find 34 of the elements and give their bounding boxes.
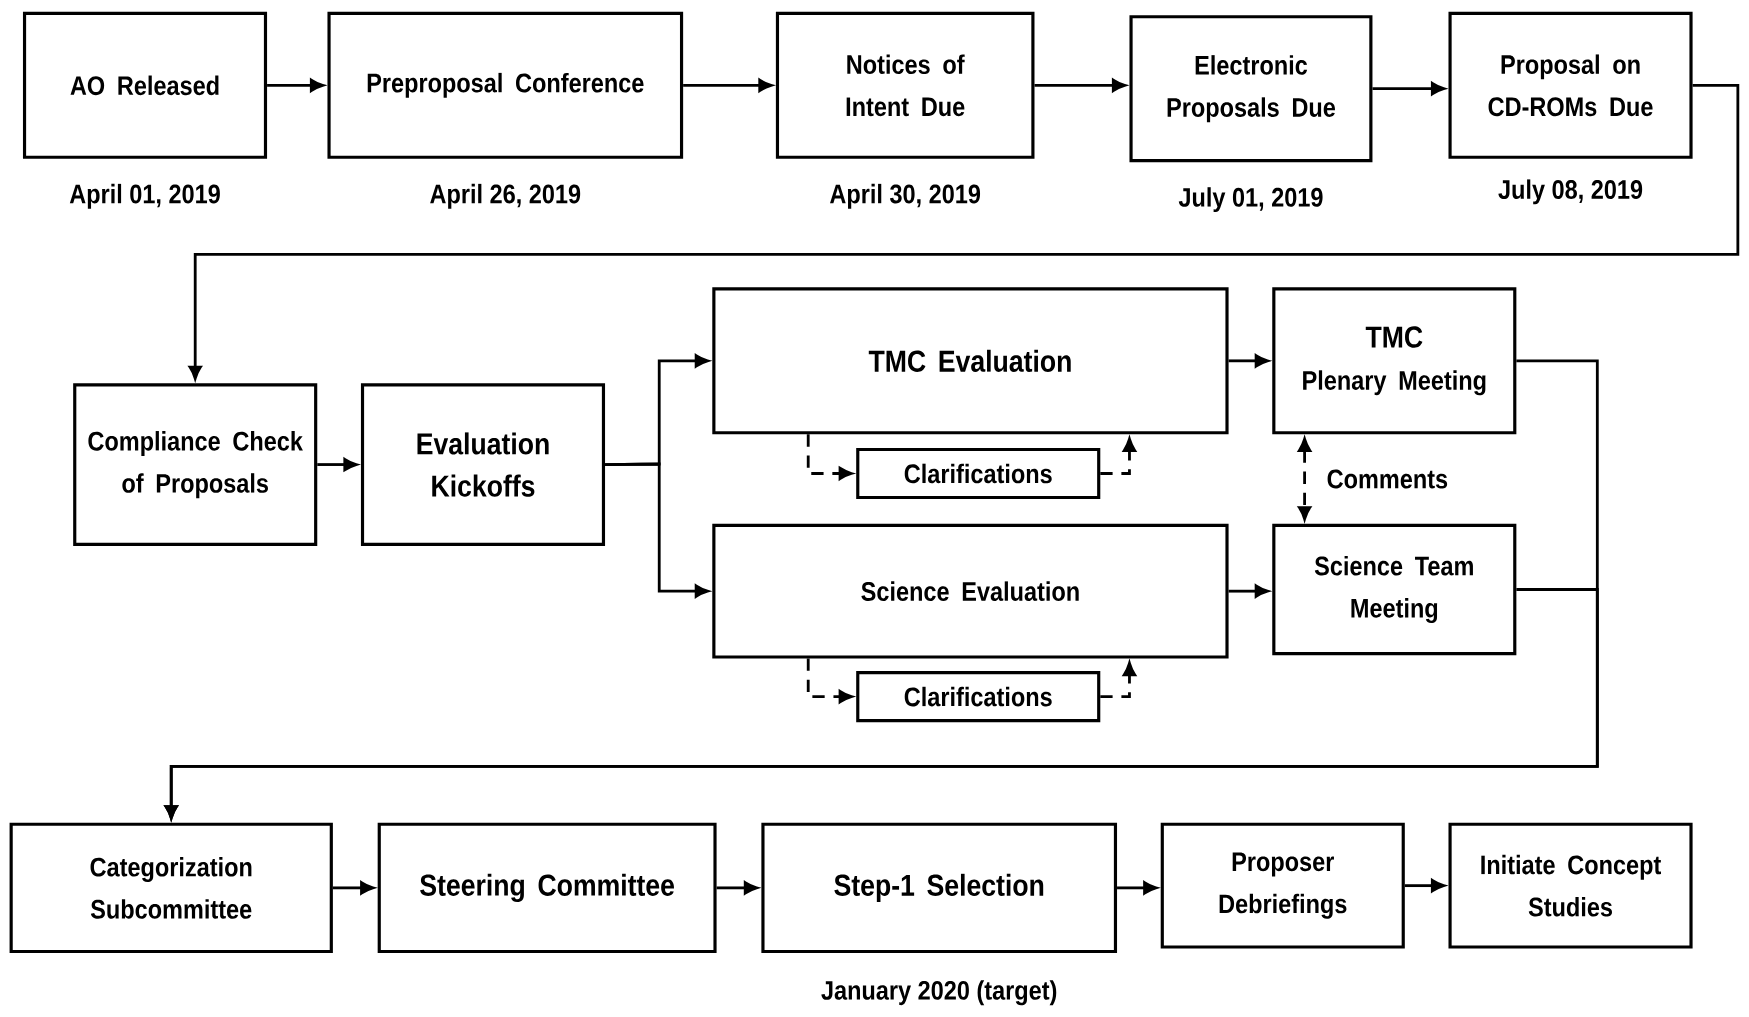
process-box: Evaluation Kickoffs bbox=[360, 383, 606, 546]
date-label: April 26, 2019 bbox=[430, 183, 581, 209]
arrow bbox=[1228, 584, 1269, 598]
arrow bbox=[164, 587, 1599, 820]
process-box: Compliance Check of Proposals bbox=[73, 383, 318, 546]
process-box: Notices of Intent Due bbox=[775, 11, 1035, 159]
process-box: Clarifications bbox=[856, 670, 1101, 722]
process-box: Proposal on CD-ROMs Due bbox=[1448, 11, 1693, 159]
process-box: Step-1 Selection bbox=[761, 822, 1118, 953]
date-label: April 01, 2019 bbox=[69, 183, 220, 209]
arrow bbox=[188, 83, 1740, 380]
process-box: Science Evaluation bbox=[712, 523, 1229, 659]
process-box: Electronic Proposals Due bbox=[1129, 15, 1373, 163]
date-label: January 2020 (target) bbox=[821, 980, 1057, 1006]
arrow bbox=[1228, 354, 1269, 368]
process-box: AO Released bbox=[22, 11, 268, 159]
process-box: TMC Plenary Meeting bbox=[1272, 287, 1517, 435]
arrow bbox=[1100, 661, 1137, 698]
process-box: Steering Committee bbox=[377, 822, 717, 953]
arrow bbox=[605, 462, 709, 598]
process-box: Categorization Subcommittee bbox=[9, 822, 333, 953]
arrow bbox=[332, 881, 375, 895]
process-box: Preproposal Conference bbox=[327, 11, 684, 159]
arrow bbox=[683, 78, 773, 92]
process-box: Initiate Concept Studies bbox=[1448, 822, 1693, 949]
arrow bbox=[1117, 881, 1158, 895]
date-label: July 08, 2019 bbox=[1498, 179, 1643, 205]
process-box: Clarifications bbox=[856, 447, 1101, 499]
process-box: TMC Evaluation bbox=[712, 287, 1229, 435]
date-label: April 30, 2019 bbox=[830, 183, 981, 209]
date-label: July 01, 2019 bbox=[1178, 187, 1323, 212]
process-box: Science Team Meeting bbox=[1272, 523, 1517, 656]
process-box: Proposer Debriefings bbox=[1160, 822, 1405, 949]
edge-label: Comments bbox=[1323, 465, 1452, 492]
